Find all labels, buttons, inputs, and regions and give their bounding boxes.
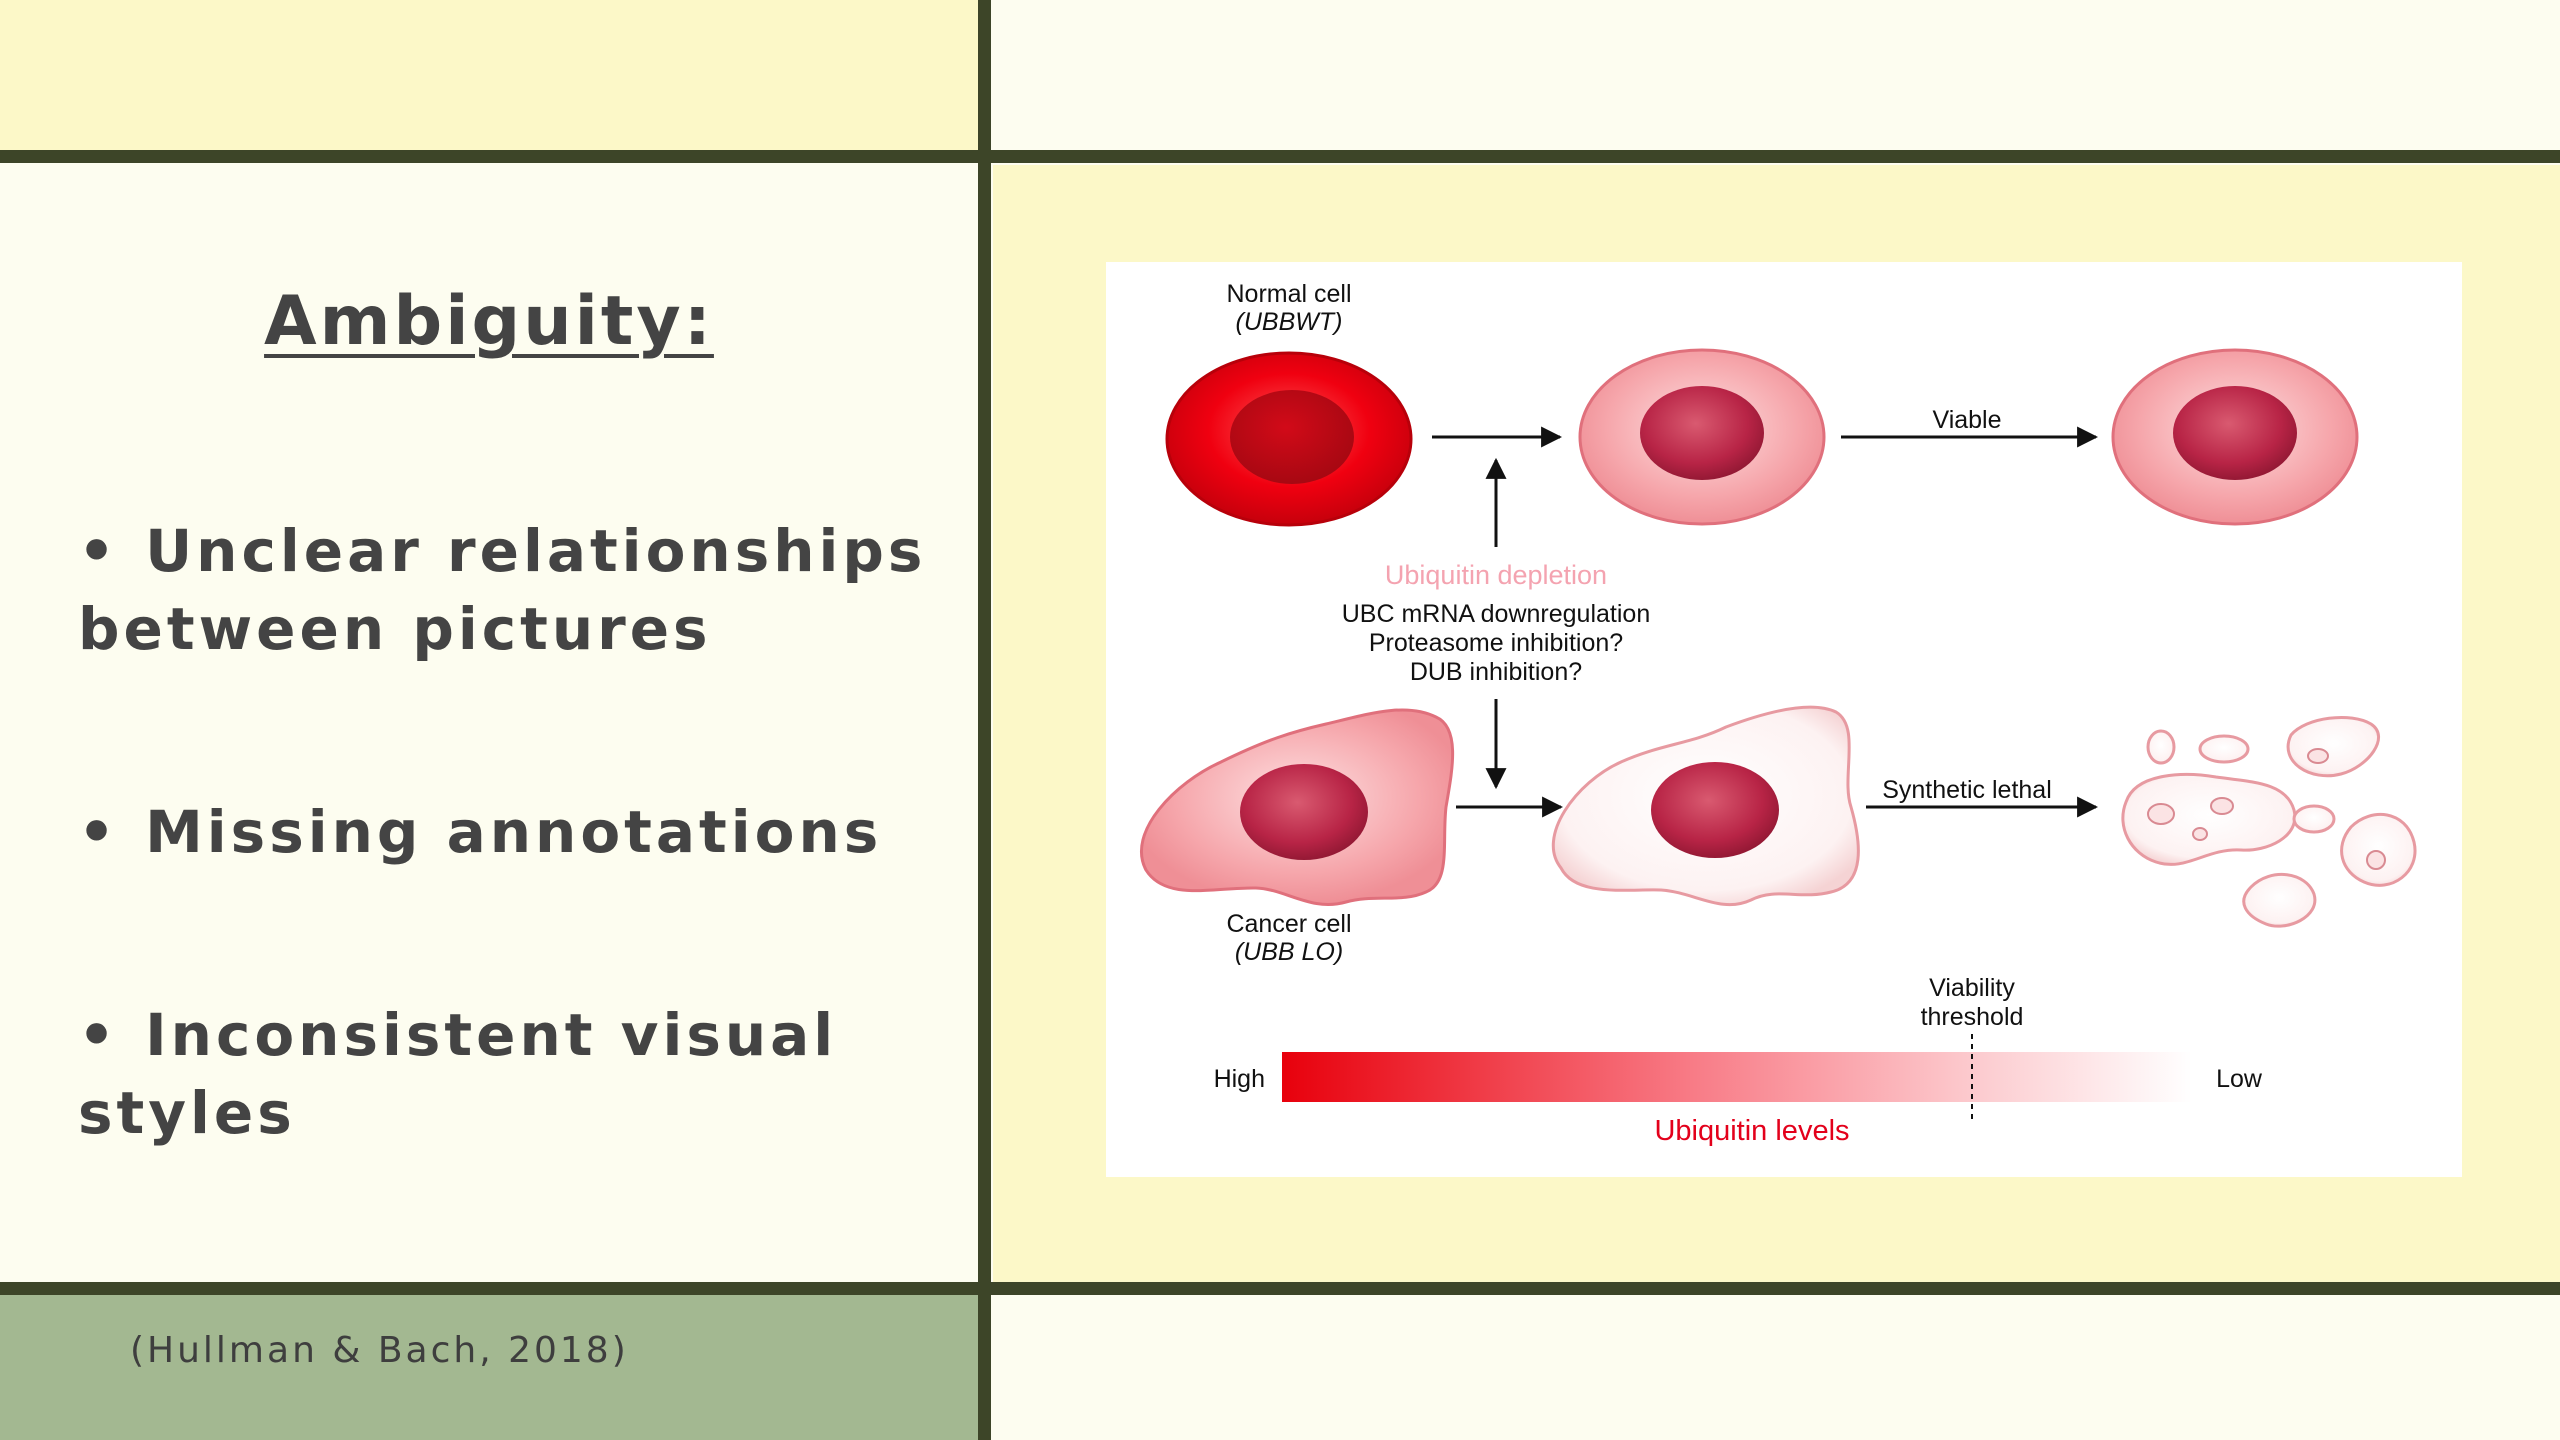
scale-title: Ubiquitin levels [1654, 1115, 1849, 1147]
bullet-marker: • [78, 1001, 119, 1069]
ubiquitin-gradient-bar [1282, 1052, 2192, 1102]
cancer-cell [1141, 710, 1452, 905]
top-right-panel [993, 0, 2560, 152]
viable-label: Viable [1932, 406, 2001, 434]
normal-cell-label: Normal cell [1226, 280, 1351, 308]
synthetic-lethal-label: Synthetic lethal [1882, 776, 2052, 804]
bullet-marker: • [78, 517, 119, 585]
bullet-text: Inconsistent visual styles [78, 1001, 837, 1147]
bullet-unclear-relationships: •Unclear relationships between pictures [78, 512, 938, 668]
top-divider [0, 150, 2560, 163]
top-left-panel [0, 0, 978, 152]
scale-high-label: High [1214, 1065, 1265, 1093]
scale-low-label: Low [2216, 1065, 2263, 1093]
normal-cell-depleted [1580, 350, 1824, 524]
normal-cell-genotype: (UBBWT) [1236, 308, 1343, 336]
bullet-missing-annotations: • Missing annotations [78, 793, 938, 871]
vertical-divider [978, 0, 991, 1440]
citation: (Hullman & Bach, 2018) [130, 1330, 629, 1371]
bullet-inconsistent-styles: •Inconsistent visual styles [78, 996, 938, 1152]
bullet-text: Unclear relationships between pictures [78, 517, 926, 663]
normal-cell-viable [2113, 350, 2357, 524]
cause-proteasome-inhibition: Proteasome inhibition? [1369, 629, 1623, 657]
threshold-label-line1: Viability [1929, 974, 2015, 1002]
figure-svg: Normal cell (UBBWT) Viable Ubiquitin dep… [1106, 262, 2462, 1177]
slide-title: Ambiguity: [0, 282, 978, 361]
threshold-label-line2: threshold [1921, 1003, 2024, 1031]
depletion-label: Ubiquitin depletion [1385, 560, 1607, 590]
bottom-divider [0, 1282, 2560, 1295]
cancer-cell-genotype: (UBB LO) [1235, 938, 1343, 966]
cause-ubc-downregulation: UBC mRNA downregulation [1342, 600, 1650, 628]
cancer-cell-label: Cancer cell [1226, 910, 1351, 938]
normal-cell-red [1167, 353, 1411, 525]
bullet-text: Missing annotations [145, 798, 882, 866]
cancer-cell-depleted [1553, 707, 1858, 905]
ubiquitin-figure: Normal cell (UBBWT) Viable Ubiquitin dep… [1106, 262, 2462, 1177]
bullet-marker: • [78, 798, 119, 866]
cause-dub-inhibition: DUB inhibition? [1410, 658, 1582, 686]
bottom-right-panel [993, 1295, 2560, 1440]
